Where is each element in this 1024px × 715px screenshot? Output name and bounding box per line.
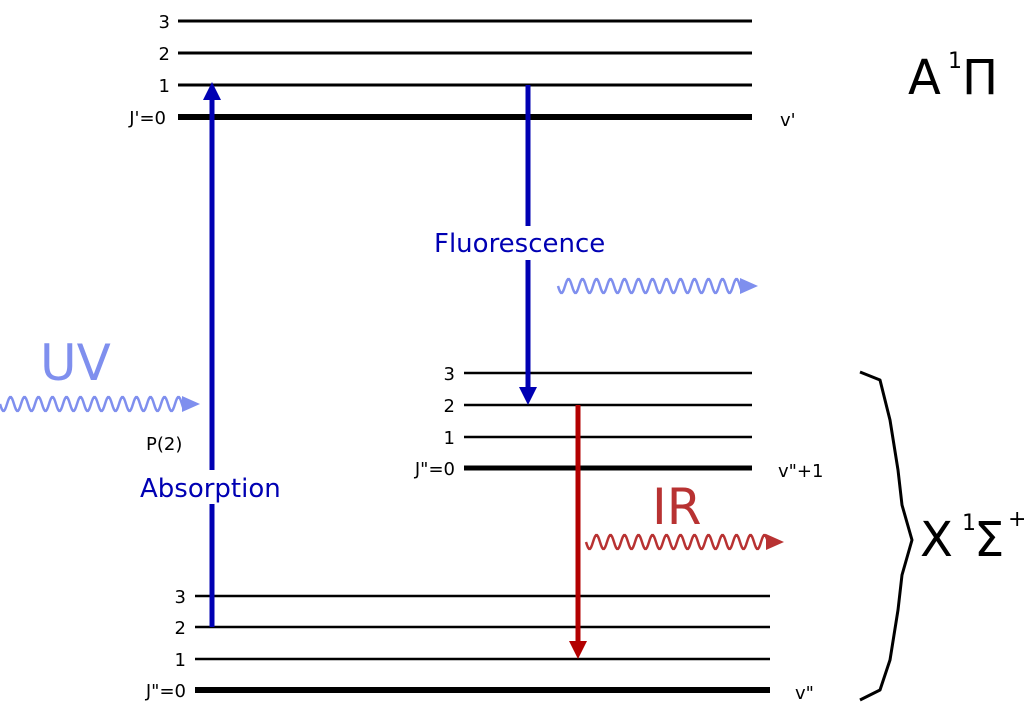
- lower-term-symbol-glyph: Σ: [974, 512, 1004, 568]
- lower-label-j3: 3: [175, 587, 186, 608]
- ir-arrowhead: [569, 641, 587, 659]
- middle-label-j3: 3: [444, 364, 455, 385]
- upper-label-j3: 3: [159, 12, 170, 33]
- lower-term-letter: X: [920, 512, 953, 568]
- lower-term-superscript: +: [1008, 507, 1024, 532]
- absorption-label-bg: [138, 470, 298, 504]
- upper-label-j1: 1: [159, 76, 170, 97]
- middle-state-levels: 3 2 1 J"=0 v"+1: [414, 364, 824, 482]
- lower-vib-label: v": [795, 683, 814, 704]
- lower-label-j1: 1: [175, 650, 186, 671]
- lower-label-j2: 2: [175, 618, 186, 639]
- upper-term-multiplicity: 1: [948, 49, 962, 74]
- absorption-arrowhead: [203, 82, 221, 100]
- ir-label: IR: [652, 478, 702, 536]
- lower-label-j0: J"=0: [145, 681, 186, 702]
- ir-photon-wave: [584, 533, 784, 551]
- fluorescence-arrowhead: [519, 387, 537, 405]
- lower-state-levels: 3 2 1 J"=0 v": [145, 587, 814, 704]
- ground-state-brace: [859, 370, 914, 702]
- upper-vib-label: v': [780, 110, 796, 131]
- ir-photon-arrowhead: [766, 534, 784, 550]
- absorption-arrow: [203, 82, 221, 627]
- upper-label-j0: J'=0: [128, 108, 166, 129]
- middle-label-j0: J"=0: [414, 459, 455, 480]
- fluorescence-photon-wave: [556, 277, 758, 295]
- middle-vib-label: v"+1: [778, 461, 823, 482]
- fluorescence-photon-arrowhead: [740, 278, 758, 294]
- middle-label-j1: 1: [444, 428, 455, 449]
- upper-label-j2: 2: [159, 44, 170, 65]
- upper-state-levels: 3 2 1 J'=0 v': [128, 12, 795, 131]
- absorption-label: Absorption: [140, 474, 281, 504]
- uv-label: UV: [40, 334, 111, 392]
- ir-transition-arrow: [569, 405, 587, 659]
- lower-term-symbol: X 1 Σ +: [920, 507, 1024, 568]
- upper-term-symbol-glyph: Π: [962, 50, 998, 106]
- uv-photon-wave: [0, 395, 200, 413]
- upper-term-symbol: A 1 Π: [908, 49, 998, 106]
- absorption-branch-label: P(2): [146, 434, 182, 455]
- uv-photon-arrowhead: [182, 396, 200, 412]
- middle-label-j2: 2: [444, 396, 455, 417]
- upper-term-letter: A: [908, 50, 941, 106]
- fluorescence-label: Fluorescence: [434, 229, 605, 259]
- lower-term-multiplicity: 1: [962, 511, 976, 536]
- fluorescence-label-bg: [432, 226, 626, 260]
